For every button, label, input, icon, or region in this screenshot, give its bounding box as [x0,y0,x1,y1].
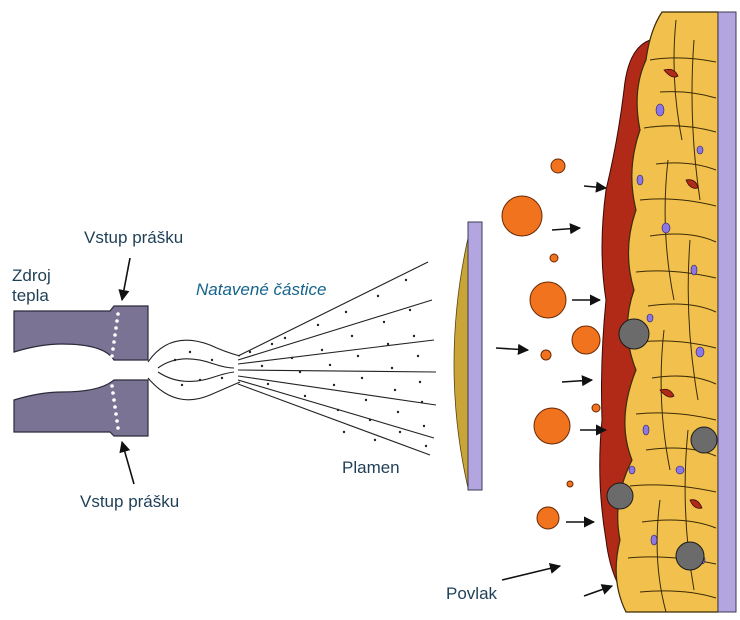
particle [567,481,573,487]
coating-cross-section [600,12,736,612]
particle [592,404,600,412]
label-heat-source-line2: tepla [12,286,49,306]
arrow-impact [584,586,612,596]
label-powder-inlet-top: Vstup prášku [84,228,183,248]
arrow-coating-label [502,566,560,580]
arrow-powder-inlet-top [122,258,130,300]
particle [537,507,559,529]
torch-nozzle [14,306,148,436]
arrow-impact [562,380,592,382]
plume-bulb-outer [148,340,240,400]
base-substrate [718,12,736,612]
label-molten-particles: Natavené částice [196,280,326,300]
arrow-impact [584,186,606,188]
label-powder-inlet-bottom: Vstup prášku [80,492,179,512]
substrate-strip [468,222,482,490]
particle [550,254,558,262]
torch-upper-block [14,306,148,360]
intermediate-substrate [454,222,482,490]
label-coating: Povlak [446,584,497,604]
particle [541,350,551,360]
particle [551,159,565,173]
torch-lower-block [14,380,148,436]
arrow-powder-inlet-bottom [122,442,134,484]
particle [530,282,566,318]
label-heat-source-line1: Zdroj [12,266,51,286]
particle [502,196,542,236]
deposit-lens [454,238,468,488]
particle [534,408,570,444]
arrows [122,186,612,596]
arrow-to-substrate [496,348,528,350]
arrow-impact [552,228,580,230]
unmelted-particle [607,483,633,509]
unmelted-particle [676,542,704,570]
label-flame: Plamen [342,458,400,478]
particle [572,326,600,354]
unmelted-particle [619,319,649,349]
unmelted-particle [691,427,717,453]
